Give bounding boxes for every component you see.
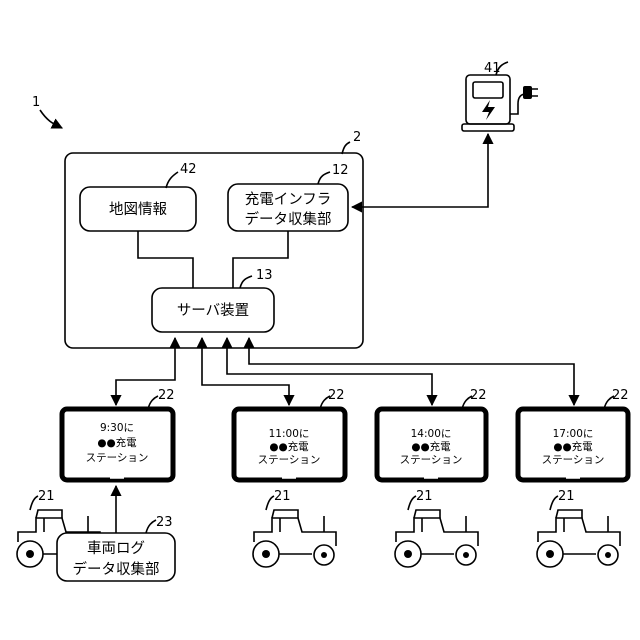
vehicle-log-label-2: データ収集部 [73, 560, 160, 578]
vehicle-4: 21 [537, 489, 620, 567]
terminal-1-ref: 22 [158, 388, 175, 403]
charger-base [462, 124, 514, 131]
charge-infra-ref: 12 [332, 163, 349, 178]
charger-infra-arrow [352, 134, 488, 207]
lightning-icon [482, 100, 495, 120]
server-ref: 2 [353, 130, 361, 145]
vehicle-3-ref: 21 [416, 489, 433, 504]
terminal-3-line3: ステーション [400, 454, 463, 466]
terminal-4-line2: ●●充電 [553, 440, 593, 453]
charge-infra-label-2: データ収集部 [245, 210, 332, 228]
charge-infra-collector: 充電インフラ データ収集部 12 [228, 163, 349, 231]
terminal-1-line3: ステーション [86, 452, 149, 464]
server-device-label: サーバ装置 [177, 302, 249, 319]
terminal-2-ref: 22 [328, 388, 345, 403]
charger-ref: 41 [484, 61, 501, 76]
vehicle-2: 21 [253, 489, 336, 567]
figure-ref: 1 [32, 95, 40, 110]
figure-ref-group: 1 [32, 95, 62, 128]
terminal-1-line2: ●●充電 [97, 436, 137, 449]
terminal-2-line3: ステーション [258, 454, 321, 466]
map-info: 地図情報 42 [80, 162, 197, 231]
server-device: サーバ装置 13 [152, 268, 274, 332]
vehicle-1-ref: 21 [38, 489, 55, 504]
terminal-3-line1: 14:00に [411, 428, 452, 440]
vehicle-log-ref: 23 [156, 515, 173, 530]
figure-ref-arrow [40, 110, 62, 128]
vehicle-1-ref-leader [30, 496, 38, 510]
charge-infra-ref-leader [318, 172, 330, 184]
map-to-server-line [138, 231, 193, 288]
map-info-ref: 42 [180, 162, 197, 177]
vehicle-4-ref-leader [550, 496, 558, 510]
map-info-label: 地図情報 [109, 201, 167, 218]
vehicle-2-ref: 21 [274, 489, 291, 504]
vehicle-3-ref-leader [408, 496, 416, 510]
terminal-4-line1: 17:00に [553, 428, 594, 440]
map-info-ref-leader [166, 172, 178, 188]
terminal-2-line2: ●●充電 [269, 440, 309, 453]
charge-infra-label-1: 充電インフラ [245, 191, 332, 208]
plug-icon [523, 86, 532, 99]
vehicle-4-ref: 21 [558, 489, 575, 504]
server-device-ref: 13 [256, 268, 273, 283]
vehicle-2-ref-leader [266, 496, 274, 510]
terminal-4-ref: 22 [612, 388, 629, 403]
plug-prongs [532, 89, 538, 96]
charger: 41 [462, 61, 538, 131]
terminal-1-line1: 9:30に [100, 422, 134, 434]
terminal-2-line1: 11:00に [269, 428, 310, 440]
server-device-ref-leader [240, 276, 252, 288]
terminal-4-line3: ステーション [542, 454, 605, 466]
terminal-3-line2: ●●充電 [411, 440, 451, 453]
charger-panel [473, 82, 503, 98]
vehicle-log-ref-leader [146, 520, 156, 533]
terminal-1: 9:30に ●●充電 ステーション 22 [62, 388, 175, 480]
vehicle-log-label-1: 車両ログ [87, 540, 145, 557]
vehicle-3: 21 [395, 489, 478, 567]
terminal-3-ref: 22 [470, 388, 487, 403]
